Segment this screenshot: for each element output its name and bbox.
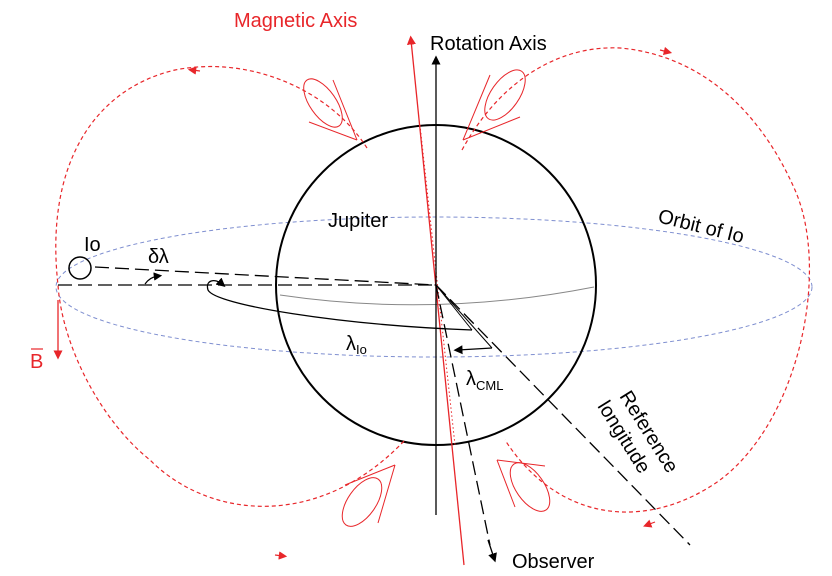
observer-arrow	[487, 539, 497, 563]
observer-label: Observer	[512, 551, 595, 573]
lambda-io-subscript: Io	[356, 342, 367, 357]
io-orbit-ellipse	[55, 216, 813, 358]
b-field-label: B	[30, 351, 43, 373]
lambda-io-arc	[206, 277, 473, 331]
lambda-cml-radius	[435, 284, 493, 349]
io-label: Io	[84, 234, 101, 256]
io-moon	[68, 256, 92, 280]
cone-upper-right	[462, 69, 526, 141]
delta-lambda-label: δλ	[148, 246, 169, 268]
lambda-cml-label: λCML	[466, 368, 503, 393]
lambda-cml-arc	[453, 345, 493, 355]
cone-upper-left	[303, 78, 358, 141]
lambda-io-label: λIo	[346, 333, 367, 357]
delta-lambda-arc	[144, 272, 163, 285]
magnetic-field-lines	[55, 46, 811, 560]
cone-lower-right	[496, 459, 551, 512]
magnetic-axis-line	[406, 35, 465, 566]
orbit-of-io-label: Orbit of Io	[656, 206, 747, 249]
observer-line	[435, 284, 491, 546]
reference-longitude-line	[435, 284, 691, 546]
emission-cones	[303, 69, 551, 527]
lambda-cml-subscript: CML	[476, 378, 503, 393]
magnetic-axis-label: Magnetic Axis	[234, 10, 357, 32]
rotation-axis-label: Rotation Axis	[430, 33, 547, 55]
cone-lower-left	[341, 464, 396, 527]
jupiter-label: Jupiter	[328, 210, 388, 232]
io-line-of-sight-2	[94, 266, 437, 286]
magnetic-axis-dotted	[419, 124, 456, 446]
